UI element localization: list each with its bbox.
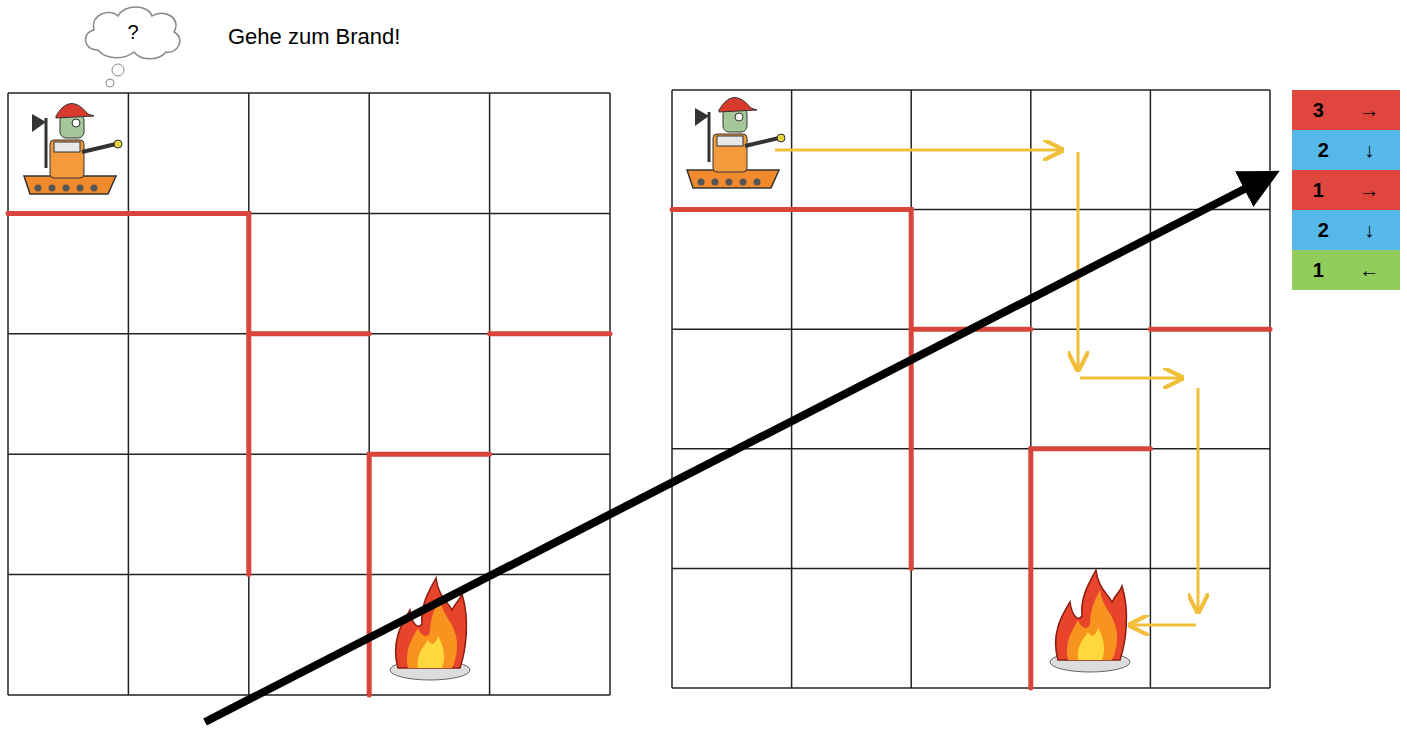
grid-line [8,453,610,455]
thought-bubble [112,64,124,76]
wall [1031,449,1151,688]
grid-line [8,92,610,94]
instruction-text: 2 ↓ [1318,219,1375,242]
grid-line [672,448,1270,450]
path-arrow [775,149,1062,152]
grid-line [672,687,1270,689]
grid-line [489,93,491,695]
instruction-card: 2 ↓ [1292,210,1400,250]
thought-bubble [106,79,114,87]
wall [672,210,911,569]
path-arrow [1130,624,1196,627]
grid-line [8,694,610,696]
thought-text: ? [127,21,138,44]
instruction-text: 1 ← [1313,259,1380,282]
grid-line [609,93,611,695]
grid-line [1269,90,1271,688]
instruction-card: 1 ← [1292,250,1400,290]
grid-line [791,90,793,688]
grid-line [1150,90,1152,688]
instruction-card: 3 → [1292,90,1400,130]
wall [8,213,249,574]
fire-figure [1050,570,1130,672]
path-arrow [1077,152,1080,370]
path-arrow [1197,388,1200,612]
grid-line [8,333,610,335]
thought-cloud: ? [78,2,188,62]
grid-line [671,90,673,688]
instruction-card: 2 ↓ [1292,130,1400,170]
grid-line [7,93,9,695]
wall [1150,327,1270,332]
grid-line [8,574,610,576]
instruction-text: 2 ↓ [1318,139,1375,162]
title: Gehe zum Brand! [228,24,400,50]
grid-line [672,568,1270,570]
wall [249,331,369,336]
path-arrow [1080,377,1182,380]
robot-figure [687,97,785,188]
grid-line [672,89,1270,91]
instruction-text: 1 → [1313,179,1380,202]
instruction-text: 3 → [1313,99,1380,122]
instruction-card: 1 → [1292,170,1400,210]
grid [8,93,610,695]
grid [672,90,1270,688]
pointer-arrow [205,180,1262,722]
robot-figure [24,103,122,194]
grid-line [128,93,130,695]
wall [369,454,489,695]
wall [490,331,610,336]
